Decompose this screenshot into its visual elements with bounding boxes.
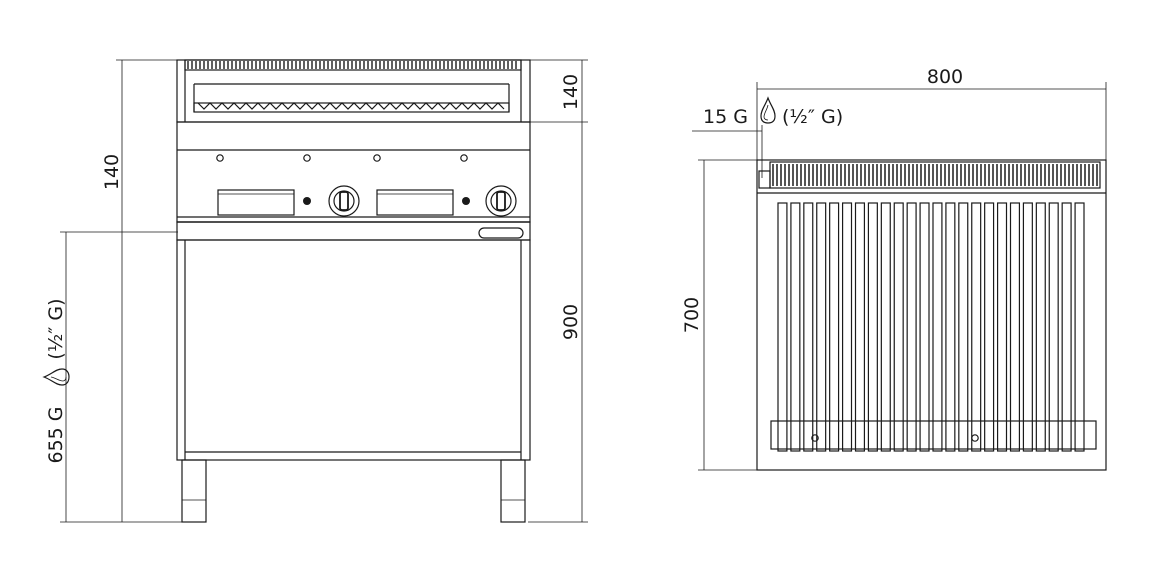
control-knob-right[interactable] — [485, 185, 517, 217]
gas-inlet-top-thread: (½″ G) — [782, 106, 843, 128]
leg-left — [181, 459, 207, 523]
grill-bar — [829, 202, 840, 452]
grill-bar — [996, 202, 1008, 452]
base-cabinet — [176, 221, 531, 523]
burner-hole-left — [811, 434, 819, 442]
front-right-dimensions: 140 900 — [516, 59, 588, 523]
dim-depth-700: 700 — [681, 297, 703, 333]
dim-total-900: 900 — [560, 304, 582, 340]
top-unit-body — [756, 159, 1107, 471]
dim-left-140: 140 — [101, 154, 123, 190]
grill-bar — [958, 202, 969, 452]
control-knob-left[interactable] — [328, 185, 360, 217]
top-view: 800 700 15 G (½″ G) — [681, 66, 1107, 471]
grill-bar — [816, 202, 827, 452]
grill-bar — [854, 202, 866, 452]
front-view: 140 655 G (½″ G) 140 900 — [42, 59, 588, 523]
burner-hole-right — [971, 434, 979, 442]
top-depth-dimension: 700 — [681, 159, 760, 471]
gas-inlet-side-height: 655 G — [45, 406, 67, 463]
gas-inlet-top-offset: 15 G — [703, 106, 748, 128]
grill-bar — [1048, 202, 1059, 452]
grill-bar — [945, 202, 956, 452]
ignition-indicator-right — [462, 197, 470, 205]
grill-bar — [932, 202, 943, 452]
grill-bar — [919, 202, 930, 452]
grill-bar — [790, 202, 801, 452]
hood-grate — [187, 61, 517, 69]
grill-bar — [1009, 202, 1021, 452]
cabinet-handle[interactable] — [478, 227, 524, 239]
control-panel — [176, 121, 531, 223]
grill-bars — [777, 202, 1085, 452]
grill-hood — [176, 59, 531, 123]
grill-bar — [971, 202, 982, 452]
drip-tray-left[interactable] — [217, 189, 295, 216]
gas-drop-icon — [760, 96, 776, 124]
grill-bar — [984, 202, 995, 452]
grill-bar — [777, 202, 788, 452]
dim-width-800: 800 — [927, 66, 963, 88]
grill-bar — [867, 202, 878, 452]
grill-bar — [841, 202, 853, 452]
drip-tray-right[interactable] — [376, 189, 454, 216]
gas-inlet-side-thread: (½″ G) — [45, 298, 67, 359]
grill-bar — [803, 202, 814, 452]
leg-right — [500, 459, 526, 523]
grill-bar — [1061, 202, 1072, 452]
grill-bar — [1022, 202, 1033, 452]
top-grate-vents — [772, 164, 1098, 186]
gas-drop-icon — [42, 368, 70, 386]
front-left-dimensions: 140 655 G (½″ G) — [42, 59, 185, 523]
grill-bar — [906, 202, 917, 452]
grill-bar — [1035, 202, 1046, 452]
dim-top-140: 140 — [560, 74, 582, 110]
grill-bar — [880, 202, 891, 452]
grill-bar — [1074, 202, 1085, 452]
lava-stone-zigzag — [197, 102, 505, 110]
ignition-indicator-left — [303, 197, 311, 205]
grill-bar — [893, 202, 904, 452]
side-gas-label: 655 G (½″ G) — [42, 298, 70, 464]
